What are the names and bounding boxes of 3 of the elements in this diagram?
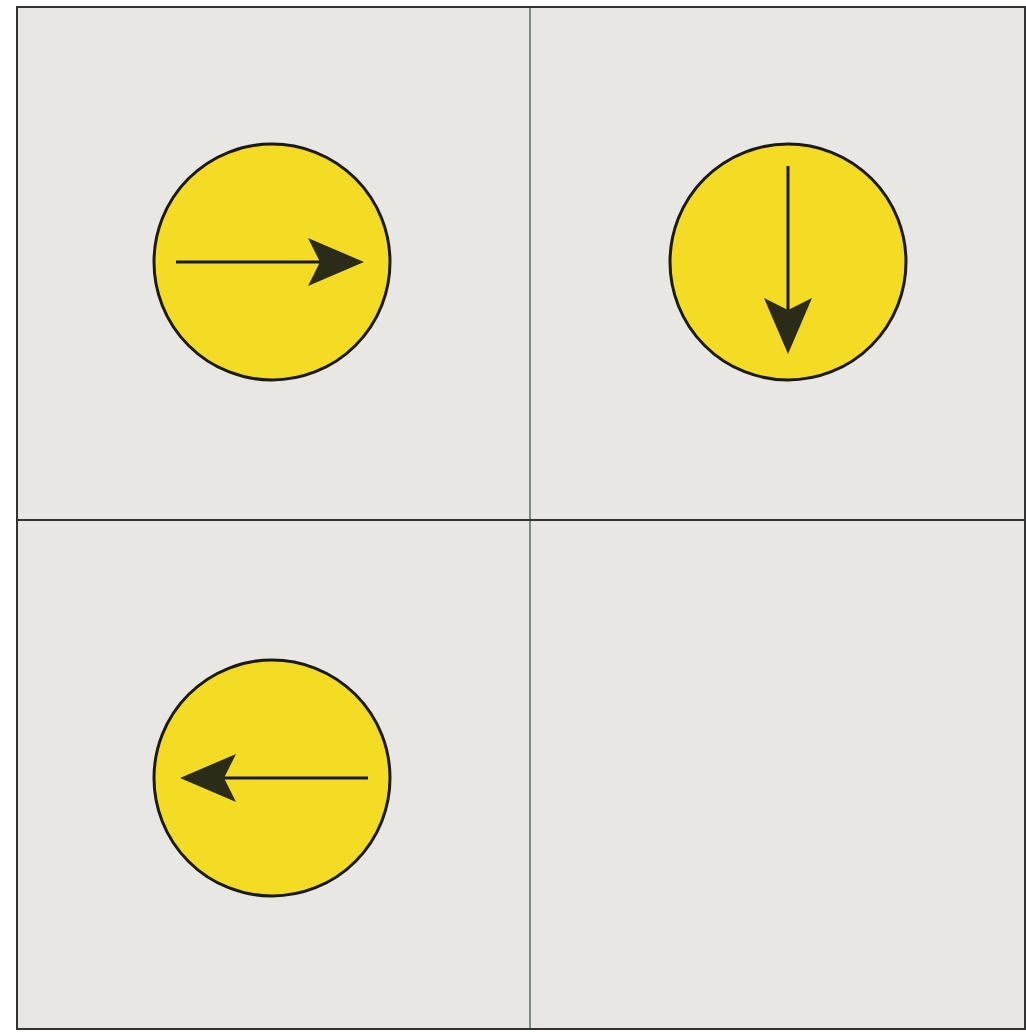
circle-sign [668, 142, 908, 382]
circle-sign [152, 142, 392, 382]
circle-sign [152, 658, 392, 898]
